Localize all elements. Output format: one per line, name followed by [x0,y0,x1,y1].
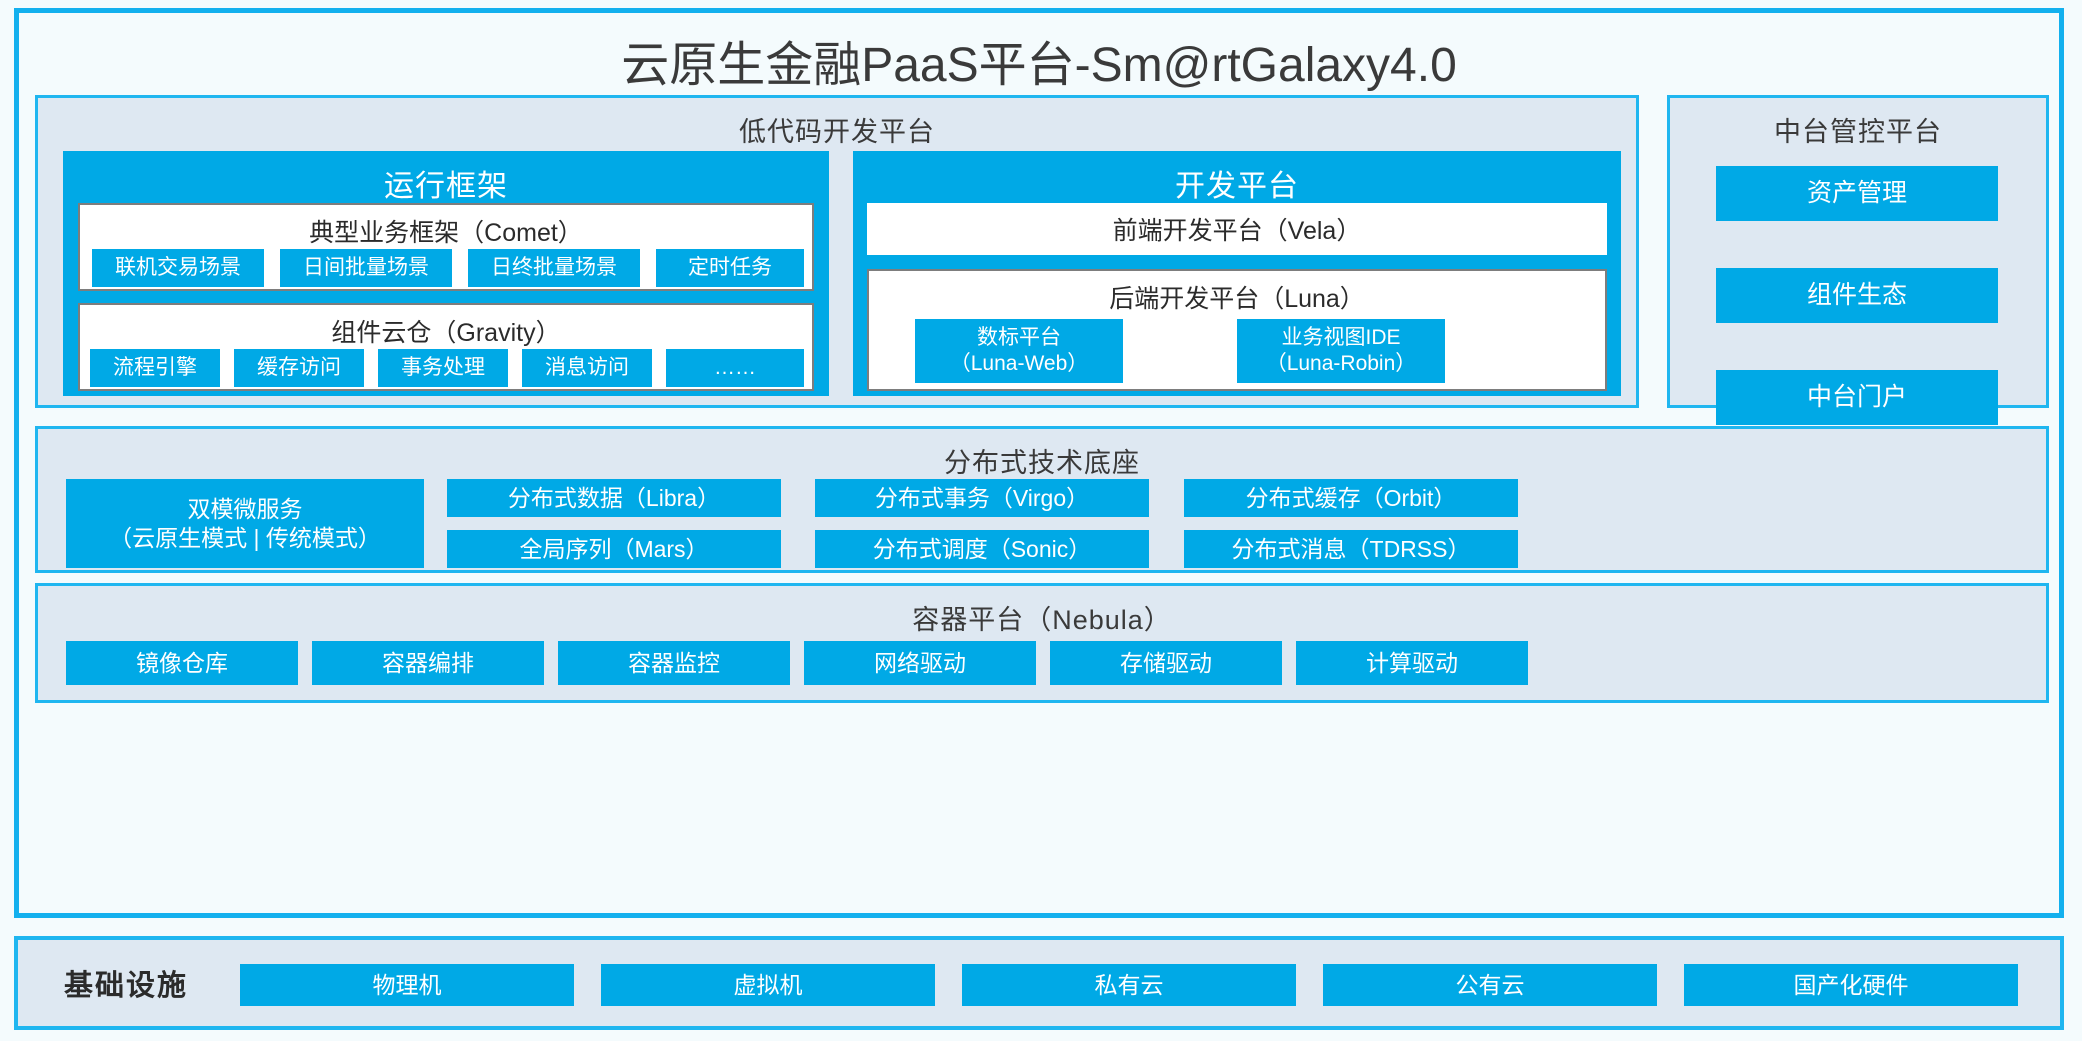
tile-container-0[interactable]: 镜像仓库 [66,641,298,685]
tile-distributed-virgo[interactable]: 分布式事务（Virgo） [815,479,1149,517]
page-title: 云原生金融PaaS平台-Sm@rtGalaxy4.0 [621,39,1457,92]
card-gravity-title: 组件云仓（Gravity） [331,319,561,347]
block-runtime-framework: 运行框架 典型业务框架（Comet） 联机交易场景 日间批量场景 日终批量场景 … [63,151,829,396]
tile-container-4[interactable]: 存储驱动 [1050,641,1282,685]
tile-container-5[interactable]: 计算驱动 [1296,641,1528,685]
block-runtime-title: 运行框架 [384,170,508,203]
tile-luna-robin[interactable]: 业务视图IDE （Luna-Robin） [1237,319,1445,383]
tile-container-1[interactable]: 容器编排 [312,641,544,685]
tile-container-2[interactable]: 容器监控 [558,641,790,685]
card-frontend-vela[interactable]: 前端开发平台（Vela） [867,203,1607,255]
panel-distributed-title: 分布式技术底座 [944,448,1140,478]
tile-distributed-mars[interactable]: 全局序列（Mars） [447,530,781,568]
tile-distributed-tdrss[interactable]: 分布式消息（TDRSS） [1184,530,1518,568]
panel-infrastructure: 基础设施 物理机 虚拟机 私有云 公有云 国产化硬件 [14,936,2064,1030]
card-backend-luna: 后端开发平台（Luna） 数标平台 （Luna-Web） 业务视图IDE （Lu… [867,269,1607,391]
tile-infra-4[interactable]: 国产化硬件 [1684,964,2018,1006]
tile-infra-3[interactable]: 公有云 [1323,964,1657,1006]
tile-gravity-2[interactable]: 事务处理 [378,349,508,387]
main-frame: 云原生金融PaaS平台-Sm@rtGalaxy4.0 低代码开发平台 运行框架 … [14,8,2064,918]
block-dev-platform-title: 开发平台 [1175,170,1299,203]
tile-luna-web-code: （Luna-Web） [949,352,1089,375]
tile-distributed-libra[interactable]: 分布式数据（Libra） [447,479,781,517]
tile-comet-1[interactable]: 日间批量场景 [280,249,452,287]
tile-comet-0[interactable]: 联机交易场景 [92,249,264,287]
panel-midoffice-title: 中台管控平台 [1774,117,1942,147]
card-backend-luna-title: 后端开发平台（Luna） [1109,285,1365,313]
tile-gravity-1[interactable]: 缓存访问 [234,349,364,387]
tile-luna-web[interactable]: 数标平台 （Luna-Web） [915,319,1123,383]
panel-lowcode-title: 低代码开发平台 [739,117,935,147]
panel-container-title: 容器平台（Nebula） [912,605,1172,635]
panel-midoffice-platform: 中台管控平台 资产管理 组件生态 中台门户 [1667,95,2049,425]
tile-dualmode-line1: 双模微服务 [187,495,303,522]
block-dev-platform: 开发平台 前端开发平台（Vela） 后端开发平台（Luna） 数标平台 （Lun… [853,151,1621,396]
tile-infra-0[interactable]: 物理机 [240,964,574,1006]
tile-dualmode-line2: （云原生模式 | 传统模式） [109,524,381,551]
tile-infra-1[interactable]: 虚拟机 [601,964,935,1006]
tile-distributed-sonic[interactable]: 分布式调度（Sonic） [815,530,1149,568]
tile-gravity-0[interactable]: 流程引擎 [90,349,220,387]
tile-comet-3[interactable]: 定时任务 [656,249,804,287]
infrastructure-label: 基础设施 [64,970,189,1002]
tile-container-3[interactable]: 网络驱动 [804,641,1036,685]
tile-gravity-3[interactable]: 消息访问 [522,349,652,387]
tile-luna-web-name: 数标平台 [977,325,1061,349]
tile-dualmode-microservice[interactable]: 双模微服务 （云原生模式 | 传统模式） [66,479,424,568]
tile-midoffice-1[interactable]: 组件生态 [1716,268,1998,323]
tile-comet-2[interactable]: 日终批量场景 [468,249,640,287]
tile-luna-robin-name: 业务视图IDE [1281,325,1401,349]
card-comet: 典型业务框架（Comet） 联机交易场景 日间批量场景 日终批量场景 定时任务 [78,203,814,291]
tile-luna-robin-code: （Luna-Robin） [1265,352,1417,375]
panel-distributed-foundation: 分布式技术底座 双模微服务 （云原生模式 | 传统模式） 分布式数据（Libra… [35,426,2049,573]
card-comet-title: 典型业务框架（Comet） [309,219,583,247]
tile-midoffice-0[interactable]: 资产管理 [1716,166,1998,221]
tile-distributed-orbit[interactable]: 分布式缓存（Orbit） [1184,479,1518,517]
tile-gravity-4[interactable]: …… [666,349,804,387]
panel-lowcode-platform: 低代码开发平台 运行框架 典型业务框架（Comet） 联机交易场景 日间批量场景… [35,95,1639,408]
tile-infra-2[interactable]: 私有云 [962,964,1296,1006]
tile-midoffice-2[interactable]: 中台门户 [1716,370,1998,425]
card-gravity: 组件云仓（Gravity） 流程引擎 缓存访问 事务处理 消息访问 …… [78,303,814,391]
panel-container-platform: 容器平台（Nebula） 镜像仓库 容器编排 容器监控 网络驱动 存储驱动 计算… [35,583,2049,703]
